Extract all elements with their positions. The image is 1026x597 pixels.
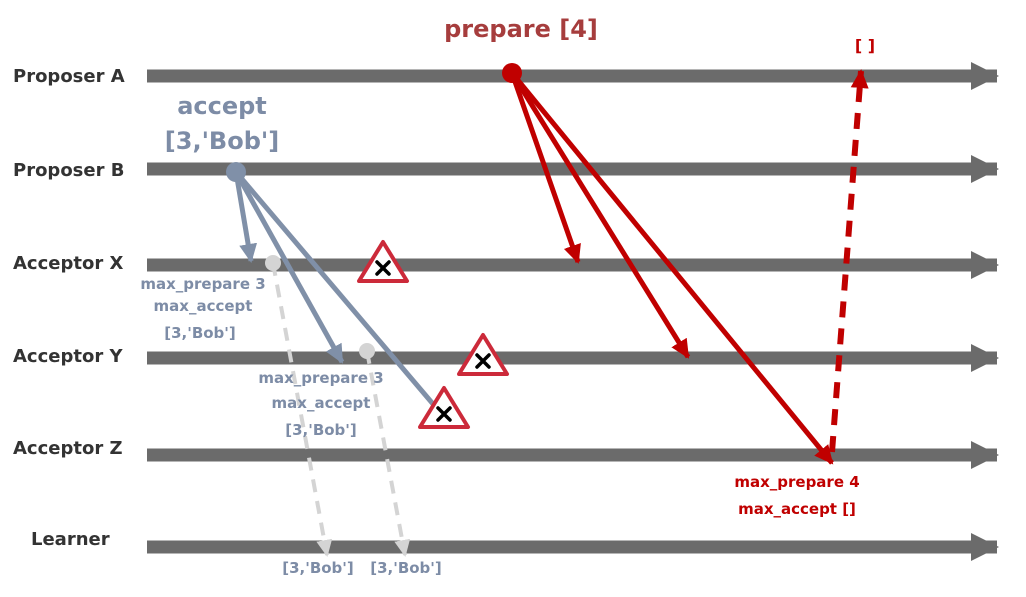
learn-origin-dot-x: [265, 255, 281, 271]
accept-origin-dot: [226, 162, 246, 182]
accept-arrow-to-x: [233, 171, 258, 263]
lane-label-proposer-b: Proposer B: [13, 160, 124, 181]
learn-origin-dot-y: [359, 343, 375, 359]
acceptor-y-max-accept: max_accept: [272, 394, 371, 412]
lane-label-learner: Learner: [31, 529, 110, 550]
learn-arrow-from-y: [365, 350, 411, 557]
lane-label-acceptor-y: Acceptor Y: [13, 346, 123, 367]
lane-label-acceptor-x: Acceptor X: [13, 253, 123, 274]
lane-labels: Proposer A Proposer B Acceptor X Accepto…: [13, 66, 125, 550]
acceptor-y-accepted-value: [3,'Bob']: [285, 421, 357, 439]
promise-response-label: [ ]: [855, 36, 875, 55]
acceptor-z-max-accept: max_accept []: [738, 500, 856, 518]
prepare-arrow-to-x: [509, 72, 581, 264]
prepare-arrow-to-y: [509, 71, 691, 359]
prepare-arrow-to-z: [510, 71, 834, 465]
acceptor-z-max-prepare: max_prepare 4: [734, 473, 859, 491]
promise-response-arrow: [829, 69, 869, 453]
learn-messages: [265, 255, 411, 557]
learner-values: [3,'Bob'] [3,'Bob']: [282, 559, 442, 577]
acceptor-x-state: max_prepare 3 max_accept [3,'Bob']: [140, 275, 265, 342]
accept-arrow-to-y: [233, 170, 345, 364]
warning-triangle-x-icon: [418, 386, 470, 429]
acceptor-x-accepted-value: [3,'Bob']: [164, 324, 236, 342]
lane-label-proposer-a: Proposer A: [13, 66, 125, 87]
prepare-origin-dot: [502, 63, 522, 83]
accept-value: [3,'Bob']: [165, 127, 279, 155]
acceptor-y-state: max_prepare 3 max_accept [3,'Bob']: [258, 369, 383, 439]
prepare-messages: [502, 63, 869, 465]
accept-arrow-to-z: [234, 170, 435, 406]
lane-label-acceptor-z: Acceptor Z: [13, 438, 123, 459]
learn-arrow-from-x: [271, 262, 333, 557]
acceptor-y-max-prepare: max_prepare 3: [258, 369, 383, 387]
accept-title: accept: [177, 92, 267, 120]
accept-messages: [226, 162, 435, 406]
warning-triangle-x-icon: [457, 333, 509, 376]
prepare-title: prepare [4]: [444, 15, 598, 43]
acceptor-x-max-prepare: max_prepare 3: [140, 275, 265, 293]
learner-value-2: [3,'Bob']: [370, 559, 442, 577]
acceptor-x-max-accept: max_accept: [154, 297, 253, 315]
learner-value-1: [3,'Bob']: [282, 559, 354, 577]
acceptor-z-state: max_prepare 4 max_accept []: [734, 473, 859, 518]
warning-triangle-x-icon: [357, 240, 409, 283]
